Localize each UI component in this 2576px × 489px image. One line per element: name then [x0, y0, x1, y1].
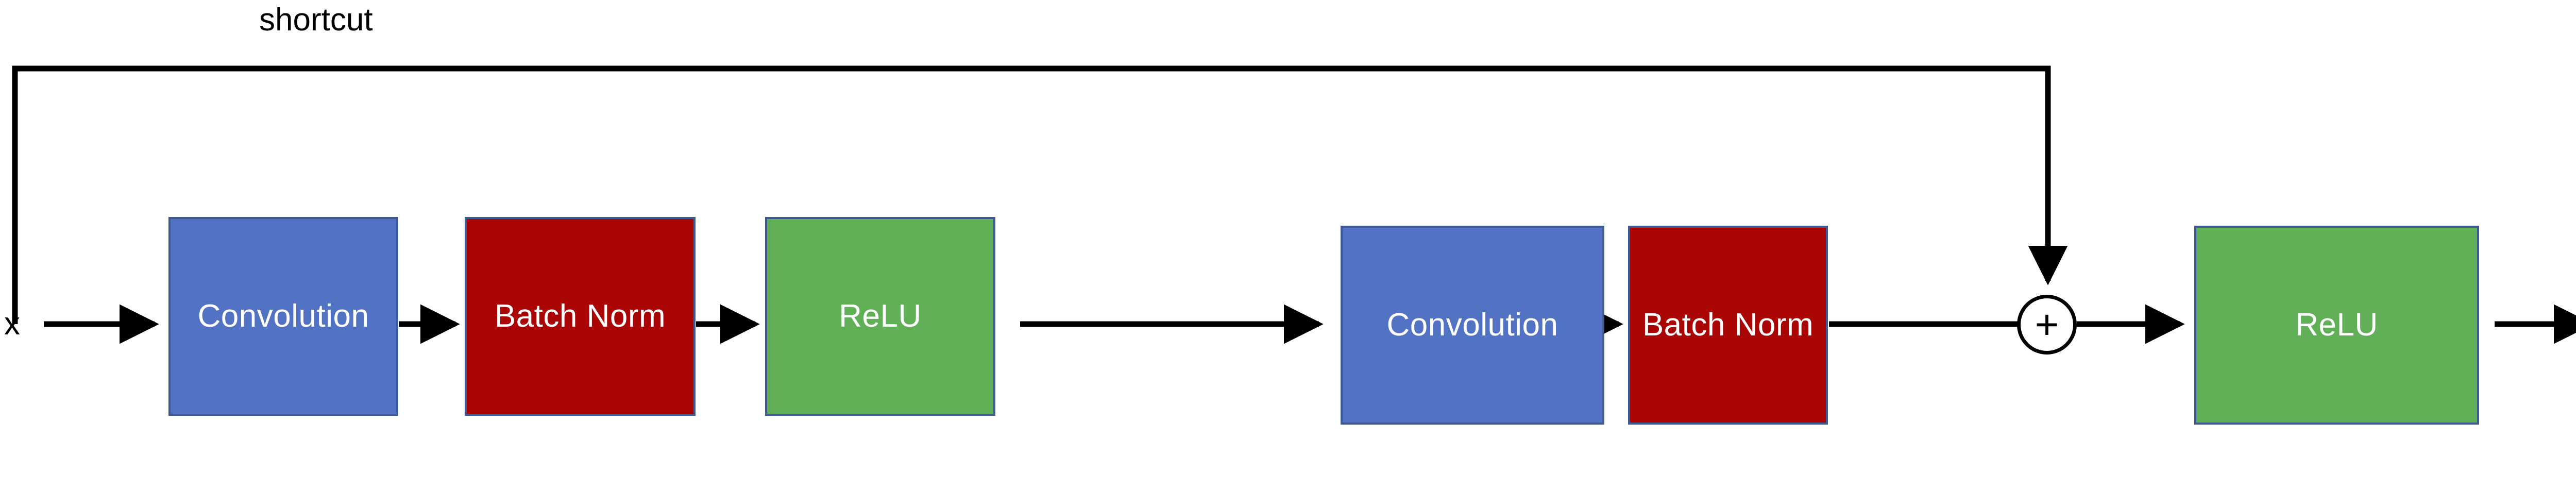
- node-convolution-1[interactable]: Convolution: [168, 217, 398, 416]
- node-relu-2-label: ReLU: [2295, 307, 2378, 343]
- node-batch-norm-2-label: Batch Norm: [1642, 307, 1814, 343]
- input-x-label: x: [4, 306, 20, 342]
- node-relu-1-label: ReLU: [839, 298, 922, 334]
- node-batch-norm-1[interactable]: Batch Norm: [465, 217, 696, 416]
- node-sum-add[interactable]: +: [2017, 295, 2077, 355]
- node-convolution-2-label: Convolution: [1386, 307, 1558, 343]
- node-convolution-2[interactable]: Convolution: [1341, 226, 1604, 425]
- edge-shortcut-path: [12, 65, 2068, 324]
- shortcut-label: shortcut: [259, 2, 373, 38]
- node-relu-1[interactable]: ReLU: [765, 217, 995, 416]
- node-batch-norm-1-label: Batch Norm: [494, 298, 666, 334]
- node-relu-2[interactable]: ReLU: [2194, 226, 2479, 425]
- plus-icon: +: [2035, 301, 2059, 347]
- node-batch-norm-2[interactable]: Batch Norm: [1628, 226, 1828, 425]
- node-convolution-1-label: Convolution: [197, 298, 369, 334]
